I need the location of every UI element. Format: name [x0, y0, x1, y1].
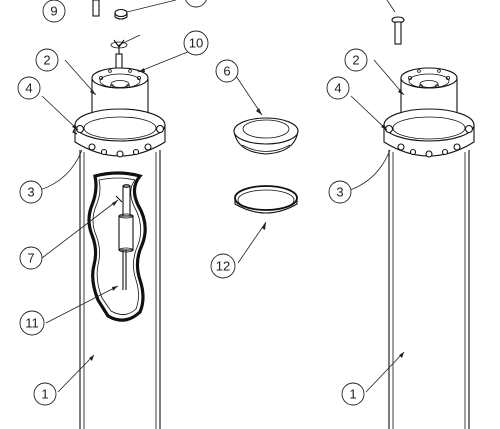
left-float-switch	[115, 184, 134, 290]
middle-parts	[233, 75, 299, 264]
callout-3-right-label: 3	[336, 185, 343, 200]
callout-4-right-label: 4	[334, 81, 341, 96]
callout-4-right: 4	[326, 76, 350, 100]
callout-7: 7	[19, 246, 43, 270]
ring-part	[234, 185, 298, 264]
callout-7-label: 7	[27, 251, 34, 266]
left-tube	[79, 150, 161, 429]
callout-1-right-label: 1	[349, 387, 356, 402]
callout-9: 9	[42, 0, 66, 23]
callout-6-label: 6	[223, 64, 230, 79]
callout-3-left: 3	[19, 180, 43, 204]
callout-11-label: 11	[25, 316, 39, 331]
callout-11: 11	[19, 310, 45, 336]
callout-9-label: 9	[50, 4, 57, 19]
callout-2-right-label: 2	[352, 53, 359, 68]
right-assembly	[349, 0, 475, 429]
left-clip	[110, 34, 141, 60]
callout-1-left: 1	[33, 382, 57, 406]
callout-12-label: 12	[216, 259, 230, 274]
left-top-screw	[92, 0, 100, 17]
callout-1-right: 1	[341, 382, 365, 406]
left-top-nut	[114, 0, 177, 20]
callout-4-left: 4	[17, 76, 41, 100]
callout-2-left-label: 2	[43, 53, 50, 68]
callout-partial-top	[185, 0, 207, 8]
cap-part	[233, 75, 299, 155]
callout-2-right: 2	[344, 48, 368, 72]
callout-12: 12	[210, 253, 236, 279]
callout-2-left: 2	[35, 48, 59, 72]
left-wire-loop	[87, 171, 147, 322]
callout-1-left-label: 1	[41, 387, 48, 402]
callout-3-left-label: 3	[27, 185, 34, 200]
callout-3-right: 3	[328, 180, 352, 204]
callout-6: 6	[215, 59, 239, 83]
right-tube	[388, 150, 470, 429]
callout-4-left-label: 4	[25, 81, 32, 96]
right-top-screw	[386, 0, 405, 45]
callout-10-label: 10	[189, 36, 203, 51]
left-assembly	[39, 0, 201, 429]
right-flange	[383, 108, 475, 158]
left-flange	[72, 108, 166, 158]
callout-10: 10	[183, 30, 209, 56]
